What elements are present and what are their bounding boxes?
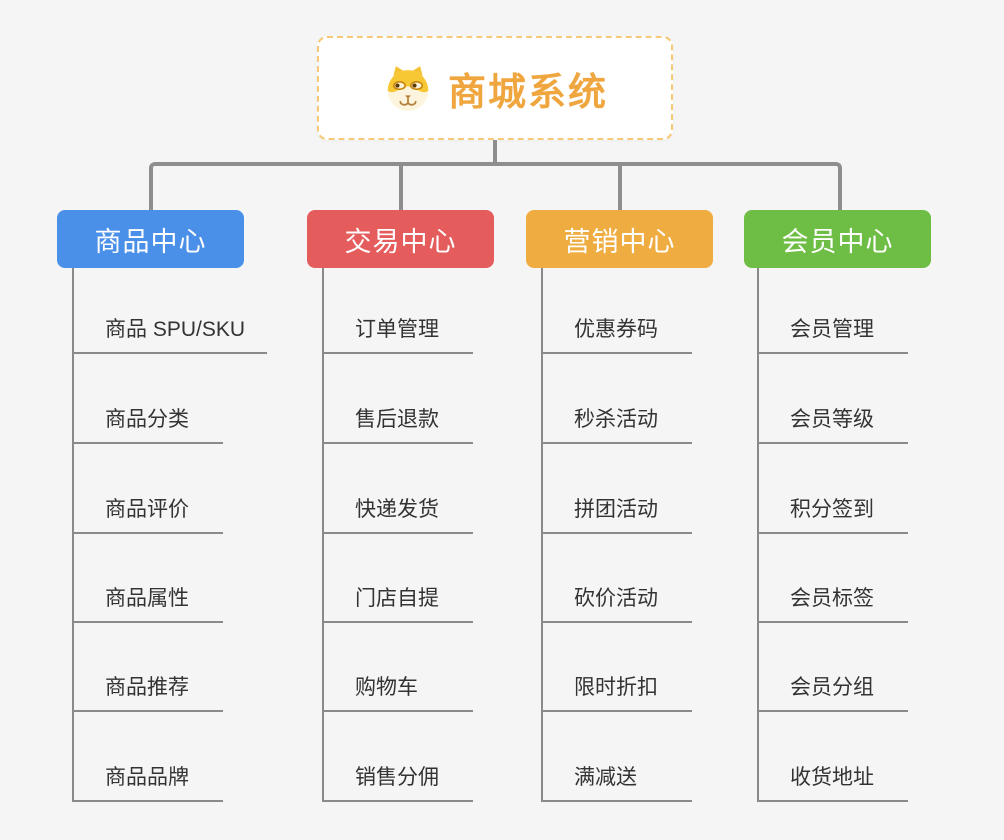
branch-label: 交易中心 bbox=[344, 226, 457, 257]
leaf-node[interactable]: 会员标签 bbox=[757, 582, 908, 623]
leaf-node[interactable]: 快递发货 bbox=[322, 493, 473, 534]
leaf-node[interactable]: 会员管理 bbox=[757, 313, 908, 354]
leaf-node[interactable]: 秒杀活动 bbox=[541, 403, 692, 444]
branch-trunk-line bbox=[757, 268, 759, 802]
branch-trunk-line bbox=[72, 268, 74, 802]
dog-face-icon bbox=[387, 66, 429, 111]
connector-elbow-left bbox=[149, 162, 495, 210]
leaf-node[interactable]: 售后退款 bbox=[322, 403, 473, 444]
leaf-node[interactable]: 砍价活动 bbox=[541, 582, 692, 623]
branch-node-0[interactable]: 商品中心 bbox=[57, 210, 244, 268]
branch-node-2[interactable]: 营销中心 bbox=[526, 210, 713, 268]
leaf-node[interactable]: 优惠券码 bbox=[541, 313, 692, 354]
root-stem-line bbox=[493, 140, 497, 164]
branch-trunk-line bbox=[322, 268, 324, 802]
root-title: 商城系统 bbox=[447, 71, 608, 114]
branch-label: 营销中心 bbox=[563, 226, 676, 257]
leaf-node[interactable]: 收货地址 bbox=[757, 761, 908, 802]
connector-elbow-right bbox=[495, 162, 842, 210]
leaf-node[interactable]: 商品分类 bbox=[72, 403, 223, 444]
leaf-node[interactable]: 商品推荐 bbox=[72, 671, 223, 712]
leaf-node[interactable]: 满减送 bbox=[541, 761, 692, 802]
leaf-node[interactable]: 会员等级 bbox=[757, 403, 908, 444]
leaf-node[interactable]: 订单管理 bbox=[322, 313, 473, 354]
leaf-node[interactable]: 限时折扣 bbox=[541, 671, 692, 712]
leaf-node[interactable]: 积分签到 bbox=[757, 493, 908, 534]
leaf-node[interactable]: 商品品牌 bbox=[72, 761, 223, 802]
connector-drop-3 bbox=[618, 166, 622, 210]
leaf-node[interactable]: 购物车 bbox=[322, 671, 473, 712]
leaf-node[interactable]: 商品 SPU/SKU bbox=[72, 313, 268, 354]
leaf-node[interactable]: 商品评价 bbox=[72, 493, 223, 534]
branch-node-3[interactable]: 会员中心 bbox=[744, 210, 931, 268]
leaf-node[interactable]: 销售分佣 bbox=[322, 761, 473, 802]
branch-label: 商品中心 bbox=[94, 226, 207, 257]
connector-drop-2 bbox=[399, 166, 403, 210]
branch-node-1[interactable]: 交易中心 bbox=[307, 210, 494, 268]
leaf-node[interactable]: 商品属性 bbox=[72, 582, 223, 623]
branch-label: 会员中心 bbox=[781, 226, 894, 257]
branch-trunk-line bbox=[541, 268, 543, 802]
leaf-node[interactable]: 会员分组 bbox=[757, 671, 908, 712]
leaf-node[interactable]: 门店自提 bbox=[322, 582, 473, 623]
root-node[interactable]: 商城系统 bbox=[317, 36, 673, 140]
leaf-node[interactable]: 拼团活动 bbox=[541, 493, 692, 534]
